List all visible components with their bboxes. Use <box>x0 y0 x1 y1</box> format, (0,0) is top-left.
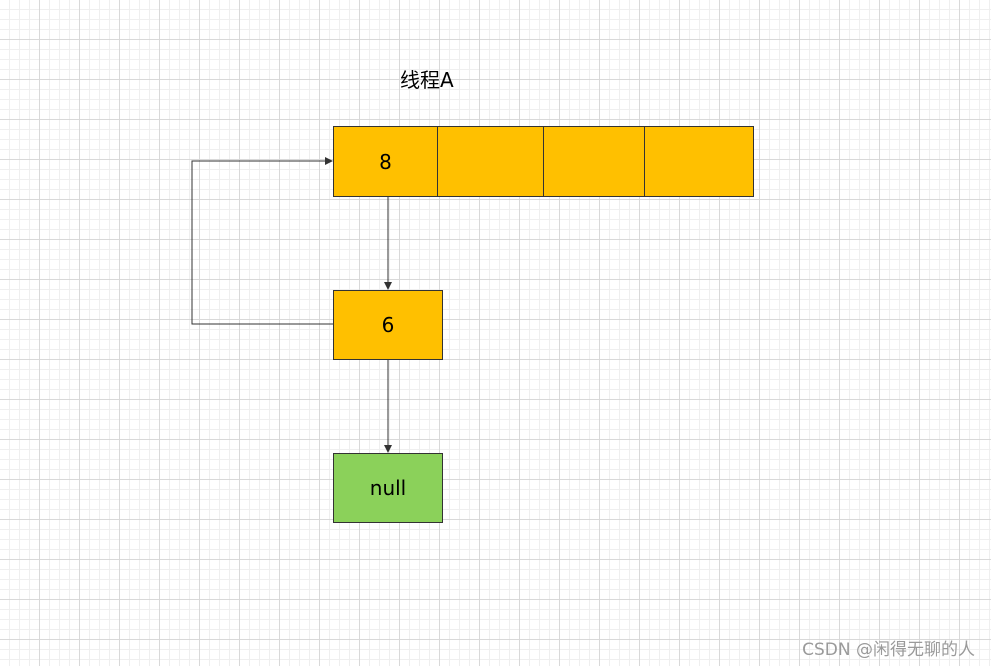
array-cell-2 <box>543 126 645 197</box>
diagram-title: 线程A <box>400 68 454 92</box>
arrow-node6-back-to-cell <box>191 157 333 325</box>
array-cell-0: 8 <box>333 126 438 197</box>
array-cell-3 <box>644 126 754 197</box>
list-node-6: 6 <box>333 290 443 360</box>
list-node-null: null <box>333 453 443 523</box>
watermark-text: CSDN @闲得无聊的人 <box>802 640 975 660</box>
